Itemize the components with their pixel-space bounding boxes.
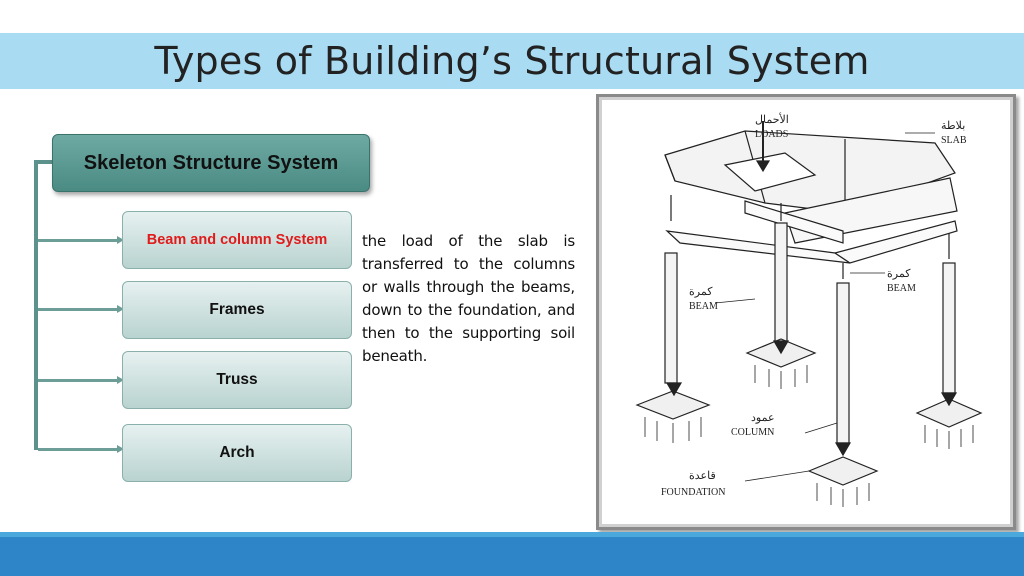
footing-center: [807, 456, 879, 486]
child-node-beam-column: Beam and column System: [122, 211, 352, 269]
arrow-right-icon: [117, 445, 124, 453]
footing-right: [915, 398, 983, 428]
beam-right-shape: [744, 200, 844, 244]
child-node-arch: Arch: [122, 424, 352, 482]
label-foundation: FOUNDATION: [661, 487, 725, 498]
child-node-label: Frames: [209, 301, 265, 318]
child-node-label: Arch: [219, 444, 255, 461]
column-right: [942, 262, 956, 394]
column-center: [836, 282, 850, 444]
beam-column-illustration: الأحمال LOADS بلاطة SLAB كمرة BEAM كمرة …: [635, 112, 983, 507]
footer-accent-strip: [0, 532, 1024, 537]
loads-panel: [723, 152, 817, 192]
child-node-frames: Frames: [122, 281, 352, 339]
label-slab-ar: بلاطة: [941, 120, 965, 132]
label-foundation-ar: قاعدة: [689, 470, 716, 482]
arrow-right-icon: [117, 236, 124, 244]
label-loads: LOADS: [755, 129, 788, 140]
label-column: COLUMN: [731, 427, 774, 438]
tree-branch-1: [38, 236, 124, 244]
label-beam-right-ar: كمرة: [887, 268, 911, 280]
label-loads-ar: الأحمال: [755, 112, 789, 126]
tree-connector-root: [34, 160, 54, 164]
label-slab: SLAB: [941, 135, 967, 146]
label-beam-right: BEAM: [887, 283, 916, 294]
column-left: [664, 252, 678, 384]
description-text: the load of the slab is transferred to t…: [362, 232, 575, 365]
child-node-truss: Truss: [122, 351, 352, 409]
root-node-label: Skeleton Structure System: [83, 151, 339, 174]
root-node-skeleton-structure: Skeleton Structure System: [52, 134, 370, 192]
arrow-right-icon: [117, 376, 124, 384]
footer-bar: [0, 537, 1024, 576]
child-node-label: Beam and column System: [146, 232, 328, 248]
column-mid: [774, 222, 788, 344]
tree-branch-4: [38, 445, 124, 453]
tree-branch-2: [38, 305, 124, 313]
label-beam-left-ar: كمرة: [689, 286, 713, 298]
footing-left: [635, 390, 711, 420]
slide-title: Types of Building’s Structural System: [154, 39, 870, 83]
tree-branch-3: [38, 376, 124, 384]
label-beam-left: BEAM: [689, 301, 718, 312]
title-bar: [0, 33, 1024, 89]
label-column-ar: عمود: [751, 412, 775, 424]
arrow-right-icon: [117, 305, 124, 313]
structural-diagram-figure: الأحمال LOADS بلاطة SLAB كمرة BEAM كمرة …: [596, 94, 1016, 530]
tree-connector-vertical: [34, 162, 38, 450]
child-node-label: Truss: [216, 371, 258, 388]
